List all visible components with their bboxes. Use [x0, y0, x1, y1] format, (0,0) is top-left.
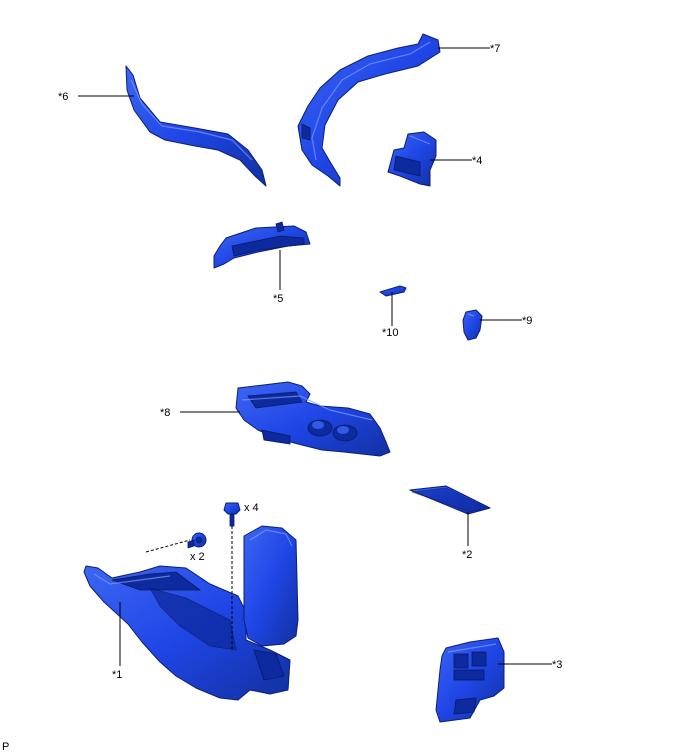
- part-10-strip: [379, 285, 407, 297]
- callout-p6: *6: [58, 91, 68, 103]
- part-3-rear-vent-panel: [435, 637, 505, 723]
- callout-p7: *7: [490, 43, 500, 55]
- screw-fastener: [223, 502, 241, 527]
- footer-code: P: [2, 741, 9, 753]
- part-9-shift-knob: [462, 309, 483, 341]
- part-4-bracket: [387, 131, 437, 187]
- part-8-console-upper-panel: [235, 381, 391, 457]
- leader-clip: [145, 539, 191, 553]
- quantity-screw: x 4: [244, 502, 259, 514]
- callout-p10: *10: [382, 327, 399, 339]
- callout-p8: *8: [160, 407, 170, 419]
- callout-p9: *9: [522, 315, 532, 327]
- part-2-mat: [409, 485, 491, 515]
- part-5-panel: [213, 221, 311, 269]
- part-6-side-panel: [125, 65, 267, 187]
- callout-p1: *1: [112, 669, 122, 681]
- callout-p4: *4: [472, 155, 482, 167]
- callout-p2: *2: [462, 549, 472, 561]
- part-7-upper-trim: [297, 33, 441, 187]
- callout-p3: *3: [552, 659, 562, 671]
- quantity-clip: x 2: [190, 551, 205, 563]
- clip-fastener: [187, 532, 207, 549]
- callout-p5: *5: [273, 293, 283, 305]
- part-1-console-box: [83, 525, 299, 701]
